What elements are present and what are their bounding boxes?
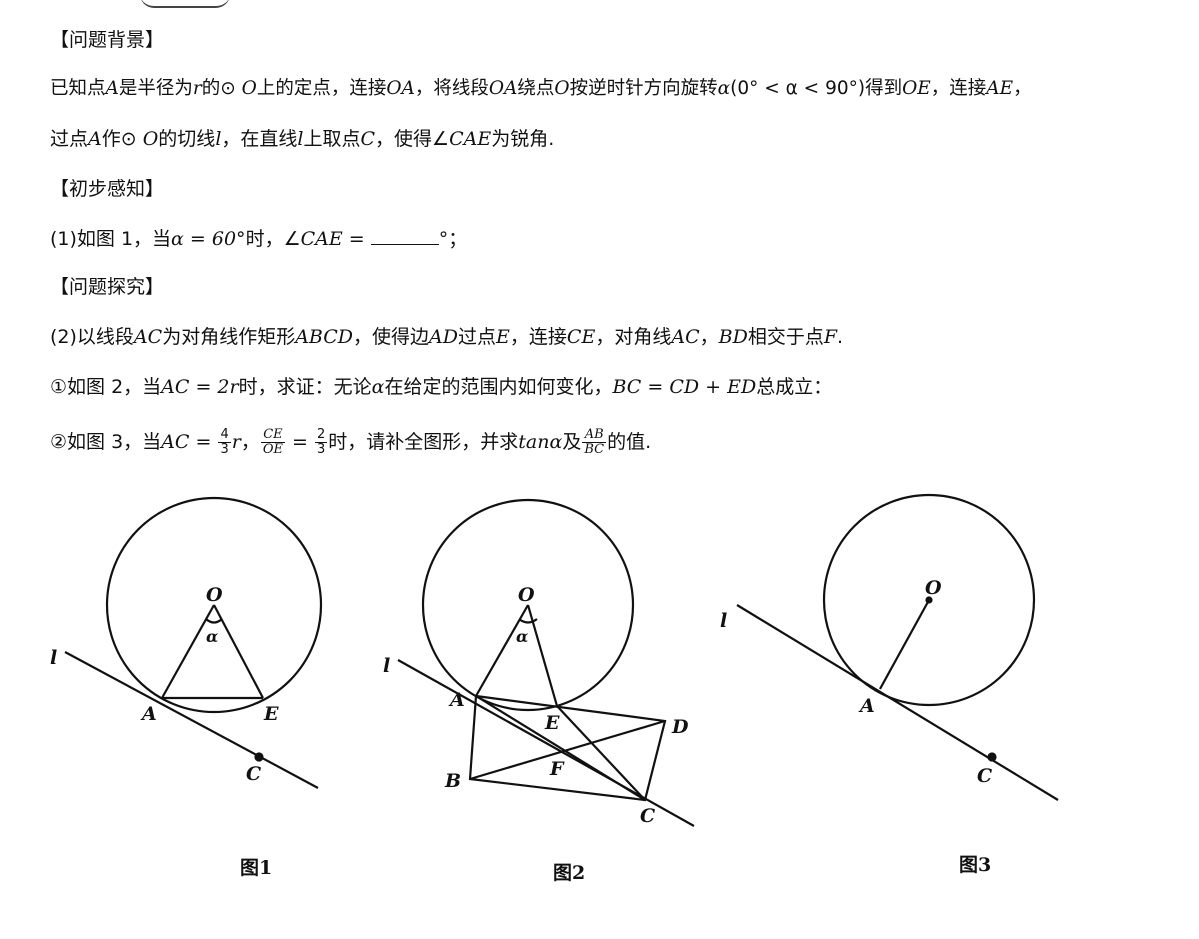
section-heading-perception: 【初步感知】: [50, 178, 165, 200]
cropped-header-remnant: [140, 0, 230, 8]
answer-blank: [370, 226, 439, 245]
fig1-label-a: A: [140, 703, 157, 725]
fig1-tangent-line-l: [64, 651, 319, 789]
fig2-diagonal-bd: [469, 719, 666, 781]
fig3-label-c: C: [977, 765, 992, 787]
fig3-label-l: l: [720, 610, 727, 632]
fig2-label-c: C: [640, 805, 655, 827]
fig2-rectangle-abcd: [468, 694, 667, 802]
fig1-label-alpha: α: [206, 627, 218, 646]
figure-1: [64, 496, 323, 789]
section-heading-background: 【问题背景】: [50, 29, 165, 51]
fig3-point-c: [987, 752, 997, 762]
fig3-caption: 图3: [959, 854, 992, 876]
question-2: (2)以线段AC为对角线作矩形ABCD，使得边AD过点E，连接CE，对角线AC，…: [50, 326, 844, 348]
fig1-point-c: [254, 752, 264, 762]
fig3-circle: [822, 493, 1036, 707]
fig1-label-l: l: [50, 647, 57, 669]
fig1-segment-oa: [161, 604, 215, 699]
background-paragraph-line2: 过点A作⊙ O的切线l，在直线l上取点C，使得∠CAE为锐角.: [50, 128, 555, 150]
fig1-label-e: E: [263, 703, 279, 725]
fig2-label-e: E: [544, 712, 560, 734]
question-2-1: ①如图 2，当AC = 2r时，求证：无论α在给定的范围内如何变化，BC = C…: [50, 376, 833, 398]
fig3-label-a: A: [858, 695, 875, 717]
fig2-segment-ce: [556, 705, 646, 801]
fig2-label-a: A: [448, 689, 465, 711]
fig2-label-b: B: [444, 770, 461, 792]
fig1-label-c: C: [246, 763, 261, 785]
fig1-caption: 图1: [240, 857, 273, 879]
fig3-point-o: [925, 596, 933, 604]
fig2-caption: 图2: [553, 862, 586, 884]
fig1-circle: [105, 496, 323, 714]
figure-3: [736, 493, 1059, 801]
fig1-angle-arc: [205, 618, 223, 624]
section-heading-explore: 【问题探究】: [50, 276, 165, 298]
background-paragraph-line1: 已知点A是半径为r的⊙ O上的定点，连接OA，将线段OA绕点O按逆时针方向旋转α…: [50, 78, 1032, 99]
fig2-segment-oe: [526, 604, 559, 707]
question-1: (1)如图 1，当α = 60°时，∠CAE = °；: [50, 226, 468, 250]
fig2-diagonal-ac: [475, 695, 646, 801]
fig1-label-o: O: [206, 584, 223, 606]
fig2-label-f: F: [549, 758, 565, 780]
fig2-angle-arc: [518, 618, 538, 624]
fig3-tangent-line-l: [736, 604, 1059, 801]
fig3-segment-oa: [879, 599, 930, 690]
fig1-segment-oe: [213, 604, 264, 699]
fig2-tangent-line-l: [397, 659, 695, 827]
figure-2: [397, 498, 695, 827]
fig2-label-l: l: [383, 655, 390, 677]
fig2-label-d: D: [671, 716, 689, 738]
fig2-label-o: O: [518, 584, 535, 606]
fig2-circle: [421, 498, 635, 712]
fig2-label-alpha: α: [516, 627, 528, 646]
fig3-label-o: O: [925, 577, 942, 599]
